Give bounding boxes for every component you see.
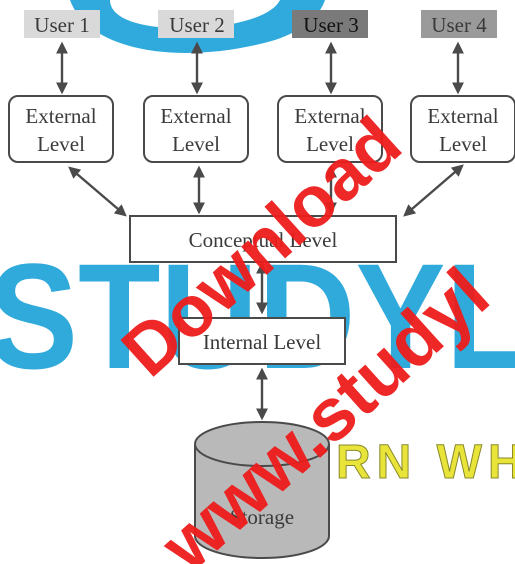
- external-level-1-line1: External: [25, 104, 96, 128]
- conceptual-level: Conceptual Level: [129, 215, 397, 263]
- external-level-3-box: [277, 95, 383, 163]
- external-level-4-line1: External: [427, 104, 498, 128]
- external-levels: External Level External Level External L…: [8, 95, 515, 163]
- external-level-4-line2: Level: [439, 132, 487, 156]
- conceptual-level-label: Conceptual Level: [189, 228, 338, 252]
- internal-level-box: [178, 317, 346, 365]
- internal-level-label: Internal Level: [203, 330, 322, 354]
- user-2-highlight: [158, 10, 234, 38]
- user-4-highlight: [421, 10, 497, 38]
- external-level-2-line2: Level: [172, 132, 220, 156]
- arrow-external4-conceptual: [403, 164, 464, 217]
- arrow-external1-conceptual: [68, 166, 127, 217]
- connectors: [56, 41, 464, 421]
- conceptual-level-box: [129, 215, 397, 263]
- user-3-label: User 3: [303, 13, 358, 37]
- storage-top: [194, 421, 330, 467]
- external-level-2-line1: External: [160, 104, 231, 128]
- external-level-4-box: [410, 95, 515, 163]
- user-4-label: User 4: [431, 13, 487, 37]
- storage-body: [194, 444, 330, 559]
- storage-cylinder: Storage: [194, 421, 330, 559]
- storage-label: Storage: [230, 505, 294, 529]
- user-3-highlight: [292, 10, 368, 38]
- user-1-highlight: [24, 10, 100, 38]
- external-level-3-line2: Level: [306, 132, 354, 156]
- users: User 1 User 2 User 3 User 4: [24, 10, 497, 38]
- external-level-1-line2: Level: [37, 132, 85, 156]
- watermark-swoosh-shape: [70, 0, 325, 53]
- internal-level: Internal Level: [178, 317, 346, 365]
- external-level-2-box: [143, 95, 249, 163]
- external-level-1-box: [8, 95, 114, 163]
- external-level-3-line1: External: [294, 104, 365, 128]
- user-2-label: User 2: [169, 13, 224, 37]
- user-1-label: User 1: [34, 13, 89, 37]
